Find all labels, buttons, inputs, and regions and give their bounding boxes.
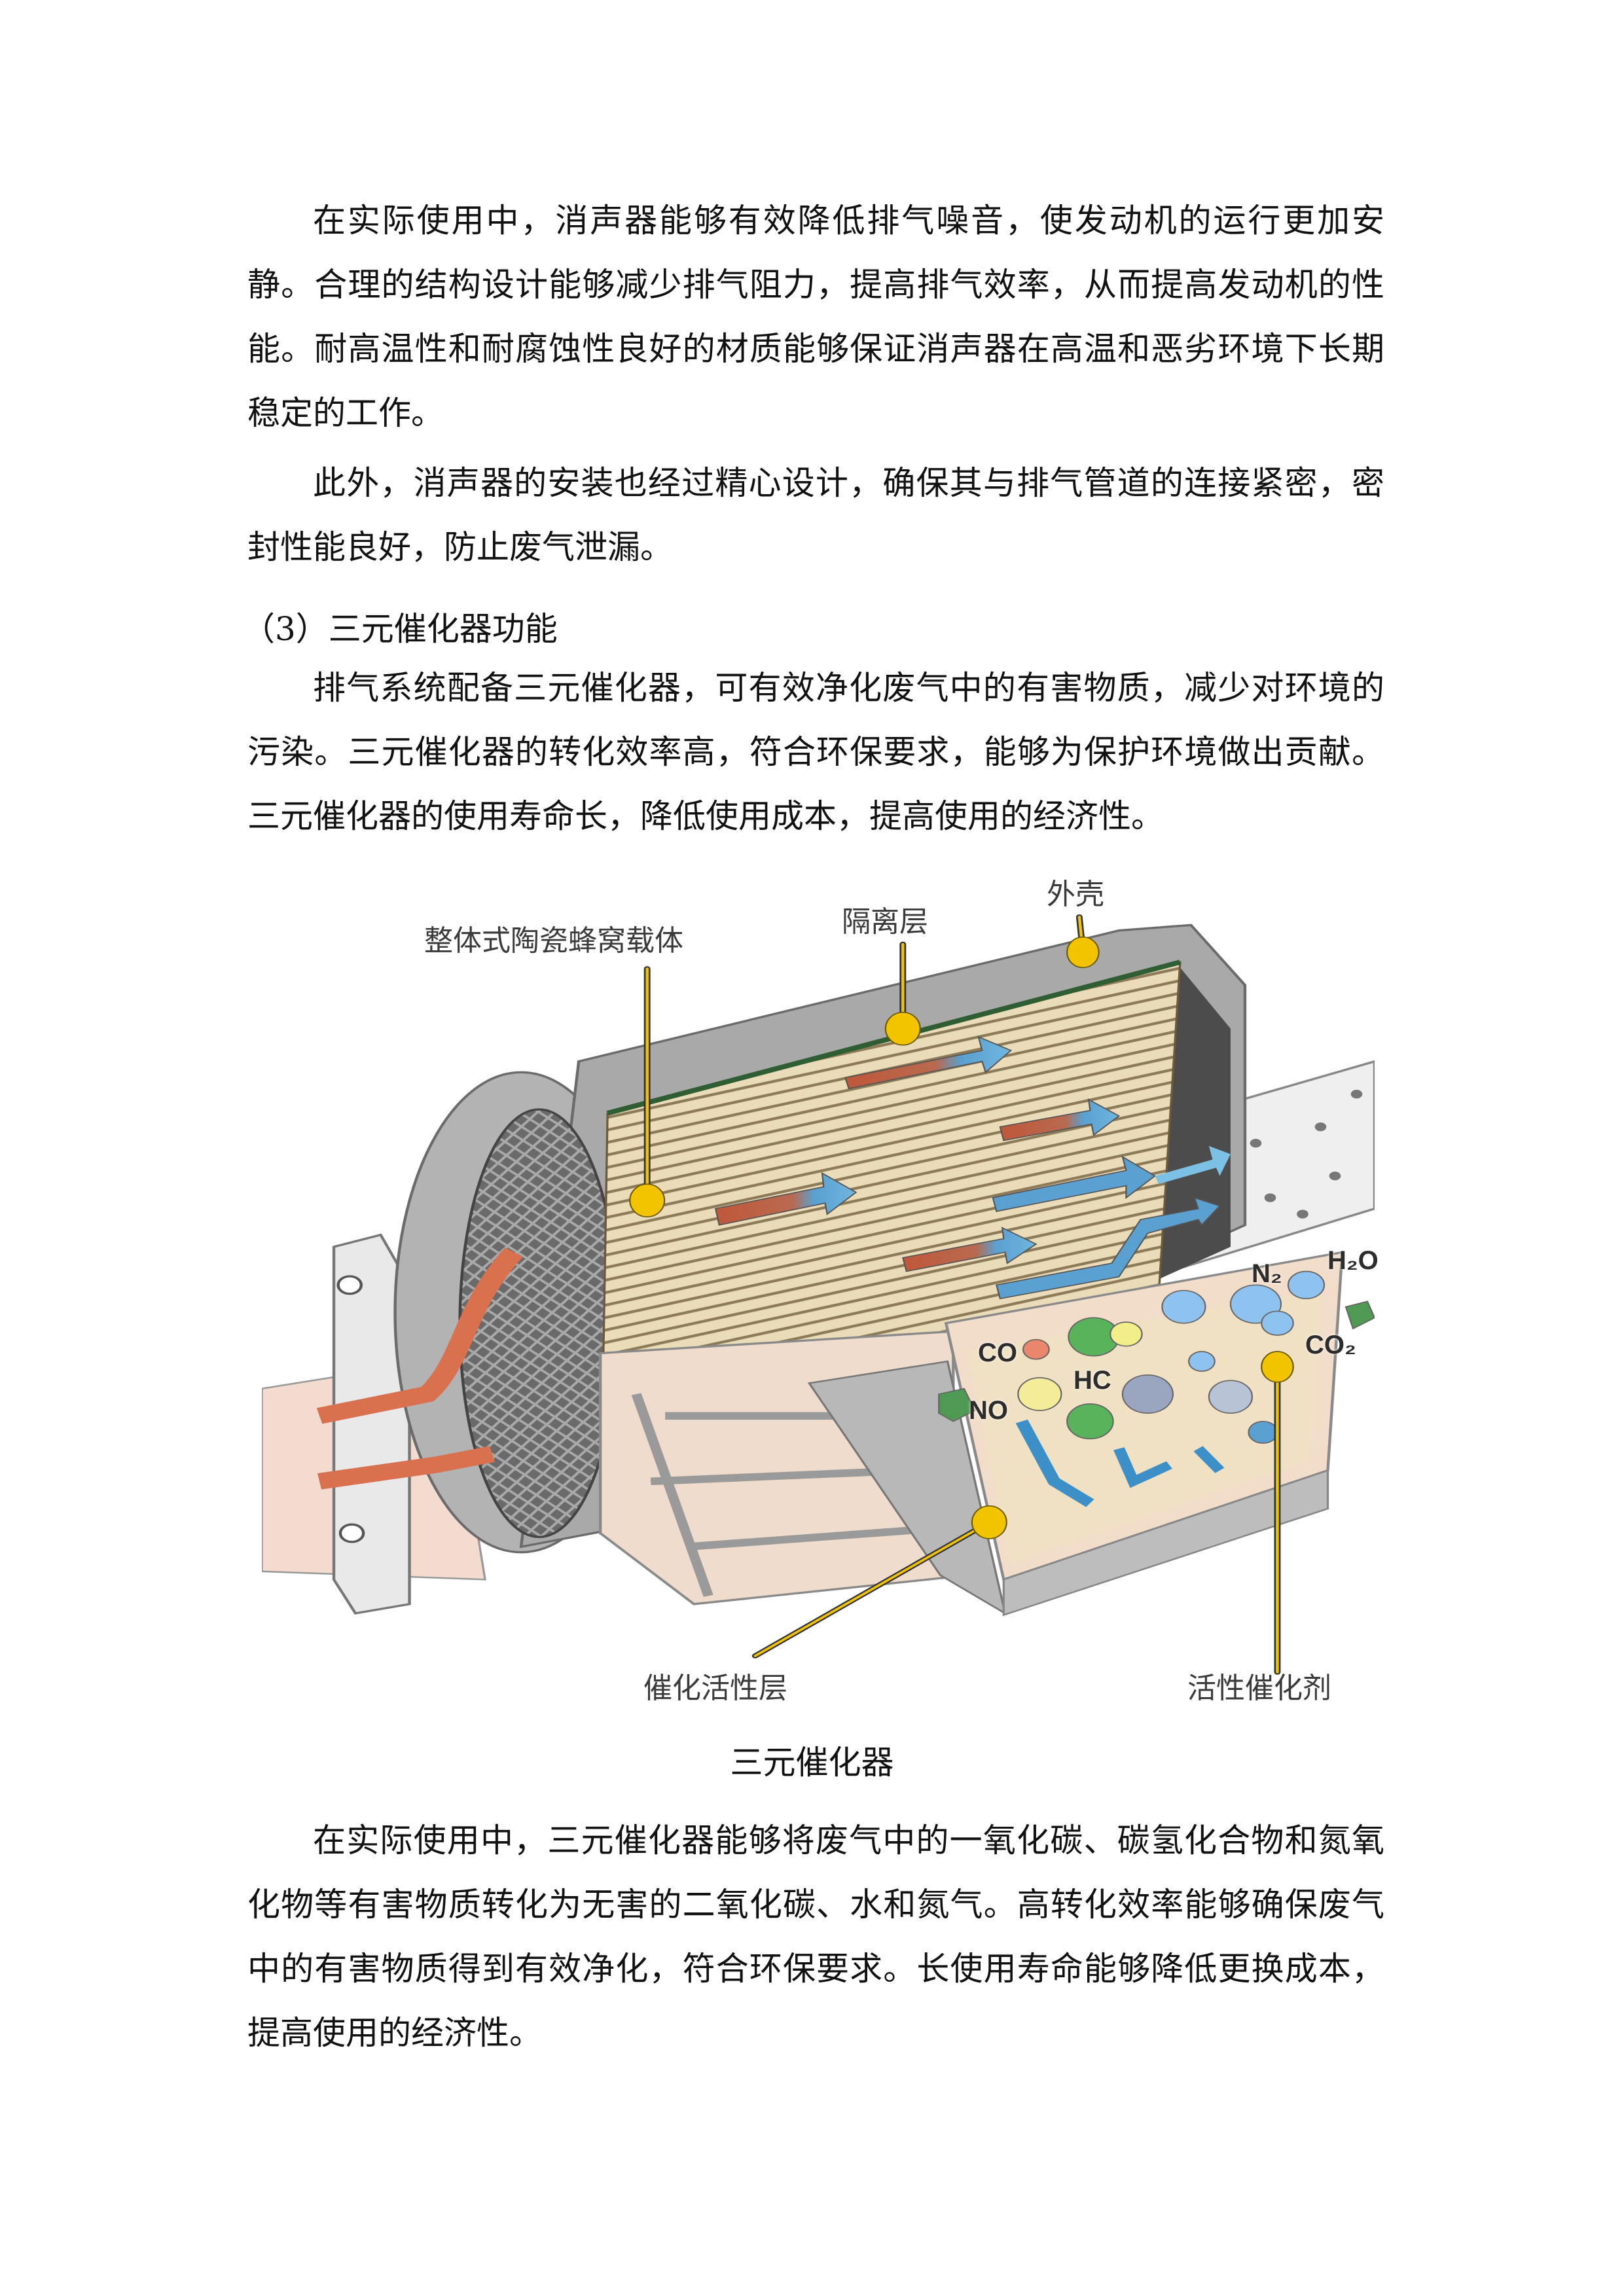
paragraph-line: 静。合理的结构设计能够减少排气阻力，提高排气效率，从而提高发动机的性	[247, 266, 1384, 304]
paragraph-line: 在实际使用中，三元催化器能够将废气中的一氧化碳、碳氢化合物和氮氧	[313, 1821, 1384, 1859]
paragraph-line: 能。耐高温性和耐腐蚀性良好的材质能够保证消声器在高温和恶劣环境下长期	[247, 330, 1384, 368]
label-ceramic-honeycomb-carrier: 整体式陶瓷蜂窝载体	[424, 924, 683, 958]
paragraph-line: 此外，消声器的安装也经过精心设计，确保其与排气管道的连接紧密，密	[313, 464, 1384, 502]
molecule-label-n2: N₂	[1252, 1259, 1282, 1288]
catalyst-block-base	[1002, 1469, 1329, 1617]
paragraph-line: 化物等有害物质转化为无害的二氧化碳、水和氮气。高转化效率能够确保废气	[247, 1886, 1384, 1924]
molecule-label-no: NO	[969, 1396, 1008, 1425]
molecules	[938, 1270, 1375, 1507]
paragraph-line: 提高使用的经济性。	[247, 2014, 542, 2052]
paragraph-line: 稳定的工作。	[247, 394, 444, 432]
inlet-exhaust-flow	[316, 1247, 523, 1424]
molecule-label-co: CO	[978, 1338, 1017, 1367]
paragraph-muffler-performance: 在实际使用中，消声器能够有效降低排气噪音，使发动机的运行更加安静。合理的结构设计…	[247, 188, 1384, 445]
honeycomb-face	[458, 1108, 620, 1538]
catalytic-converter-illustration	[262, 914, 1375, 1675]
paragraph-muffler-installation: 此外，消声器的安装也经过精心设计，确保其与排气管道的连接紧密，密封性能良好，防止…	[247, 451, 1384, 579]
molecule-label-hc: HC	[1074, 1366, 1111, 1395]
paragraph-line: 排气系统配备三元催化器，可有效净化废气中的有害物质，减少对环境的	[313, 669, 1384, 707]
paragraph-catalyst-usage: 在实际使用中，三元催化器能够将废气中的一氧化碳、碳氢化合物和氮氧化物等有害物质转…	[247, 1808, 1384, 2065]
section-heading: （3）三元催化器功能	[242, 610, 558, 648]
paragraph-line: 三元催化器的使用寿命长，降低使用成本，提高使用的经济性。	[247, 797, 1164, 835]
catalytic-converter-figure: 整体式陶瓷蜂窝载体 隔离层 外壳 催化活性层 活性催化剂 CO HC NO N₂…	[262, 870, 1379, 1721]
exhaust-flow-arrows	[714, 1035, 1231, 1300]
paragraph-line: 在实际使用中，消声器能够有效降低排气噪音，使发动机的运行更加安	[313, 202, 1384, 240]
molecule-label-co2: CO₂	[1305, 1331, 1356, 1359]
paragraph-line: 中的有害物质得到有效净化，符合环保要求。长使用寿命能够降低更换成本，	[247, 1950, 1384, 1988]
label-insulation-layer: 隔离层	[842, 905, 928, 939]
paragraph-catalyst-intro: 排气系统配备三元催化器，可有效净化废气中的有害物质，减少对环境的污染。三元催化器…	[247, 656, 1384, 848]
paragraph-line: 封性能良好，防止废气泄漏。	[247, 528, 673, 566]
label-outer-shell: 外壳	[1047, 878, 1104, 911]
figure-caption: 三元催化器	[730, 1744, 894, 1782]
callout-dots	[629, 936, 1294, 1539]
flange-plate	[332, 1233, 411, 1615]
label-catalytic-active-layer: 催化活性层	[643, 1672, 787, 1705]
label-active-catalyst: 活性催化剂	[1187, 1672, 1331, 1705]
molecule-label-h2o: H₂O	[1327, 1246, 1379, 1275]
paragraph-line: 污染。三元催化器的转化效率高，符合环保要求，能够为保护环境做出贡献。	[247, 733, 1384, 771]
